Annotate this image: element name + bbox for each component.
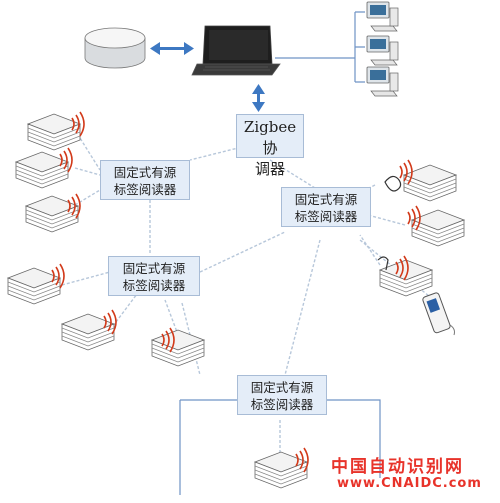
reader-label-line1: 固定式有源 bbox=[294, 192, 358, 207]
reader-box-3: 固定式有源 标签阅读器 bbox=[108, 256, 200, 296]
disk-laptop-arrow-icon bbox=[150, 42, 194, 55]
active-tag-icon bbox=[151, 327, 205, 367]
server-disk-icon bbox=[84, 27, 146, 69]
reader-label-line1: 固定式有源 bbox=[113, 165, 177, 180]
coordinator-line1: Zigbee协 bbox=[243, 118, 297, 157]
reader-label-line1: 固定式有源 bbox=[122, 261, 186, 276]
reader-label-line2: 标签阅读器 bbox=[294, 209, 358, 224]
active-tag-icon bbox=[399, 159, 457, 202]
reader-label-line2: 标签阅读器 bbox=[113, 182, 177, 197]
pc-icon-3 bbox=[366, 66, 399, 97]
handheld-device-icon bbox=[422, 292, 455, 336]
active-tag-icon bbox=[7, 263, 65, 305]
reader-box-4: 固定式有源 标签阅读器 bbox=[237, 375, 327, 415]
coordinator-line2: 调器 bbox=[254, 160, 285, 178]
watermark-url: www.CNAIDC.com bbox=[337, 476, 482, 491]
active-tag-icon bbox=[61, 309, 117, 351]
active-tag-icon bbox=[254, 447, 309, 489]
zigbee-coordinator-box: Zigbee协 调器 bbox=[236, 114, 304, 178]
pc-icon-2 bbox=[366, 35, 399, 66]
reader-label-line2: 标签阅读器 bbox=[250, 397, 314, 412]
active-tag-icon bbox=[25, 193, 81, 233]
reader-label-line1: 固定式有源 bbox=[250, 380, 314, 395]
reader-box-2: 固定式有源 标签阅读器 bbox=[281, 187, 371, 227]
active-tag-icon bbox=[407, 205, 465, 247]
active-tag-icon bbox=[27, 111, 85, 151]
tagged-person-icon bbox=[377, 175, 402, 271]
lan-cabling bbox=[179, 11, 381, 495]
laptop-icon bbox=[191, 25, 281, 76]
watermark-cn: 中国自动识别网 bbox=[331, 457, 464, 477]
reader-box-1: 固定式有源 标签阅读器 bbox=[100, 160, 190, 200]
laptop-coordinator-arrow-icon bbox=[252, 84, 265, 112]
active-tag-icon bbox=[15, 147, 73, 189]
pc-icon-1 bbox=[366, 1, 399, 32]
reader-label-line2: 标签阅读器 bbox=[122, 278, 186, 293]
